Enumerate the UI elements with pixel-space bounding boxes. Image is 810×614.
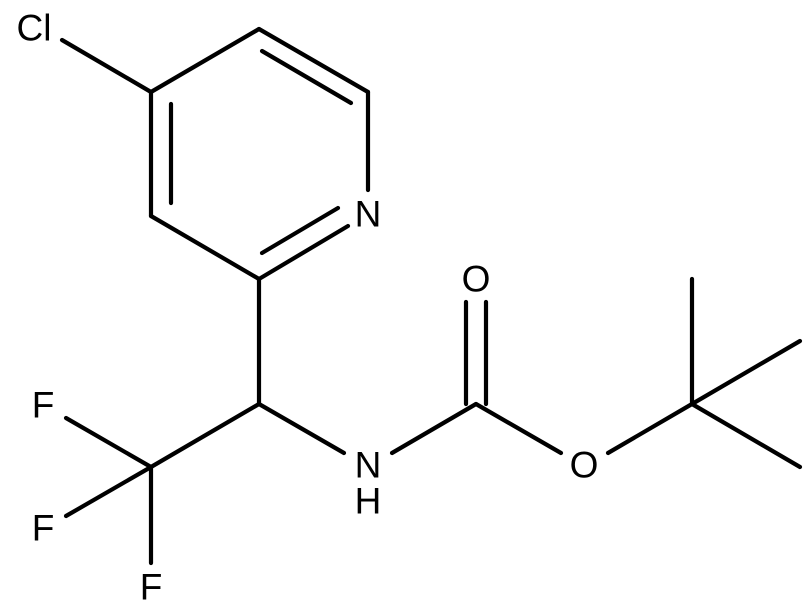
bond-n1-c2-inner — [259, 205, 341, 256]
bond-cl-c4 — [59, 37, 154, 95]
bond-c2-c3 — [148, 213, 262, 282]
pyridine-nitrogen-label: N — [355, 194, 382, 235]
carbonyl-oxygen-label: O — [462, 259, 491, 300]
amide-nitrogen-label: N — [355, 445, 382, 486]
bond-c4-c5 — [148, 26, 262, 95]
bonds — [59, 26, 803, 566]
fluorine-3-label: F — [140, 567, 163, 608]
bond-ch-cf3 — [148, 401, 262, 470]
bond-ch-nh — [256, 401, 347, 456]
bond-tbu-methyl-upper-right — [689, 338, 803, 407]
bond-n1-c2 — [256, 223, 351, 282]
bond-cf3-f1 — [63, 415, 154, 470]
amide-hydrogen-label: H — [355, 481, 382, 522]
fluorine-2-label: F — [32, 508, 55, 549]
bond-c5-c6 — [256, 26, 371, 95]
bond-c5-c6-inner — [259, 48, 354, 106]
ester-oxygen-label: O — [570, 445, 599, 486]
bond-nh-carbonyl — [389, 401, 479, 456]
atom-labels: Cl N O N H O F F F — [17, 8, 599, 608]
bond-cf3-f2 — [63, 464, 154, 519]
bond-tbu-methyl-lower-right — [689, 401, 803, 470]
bond-carbonyl-ester-o — [473, 401, 564, 456]
bond-ester-o-tbu — [605, 401, 695, 456]
fluorine-1-label: F — [32, 385, 55, 426]
chlorine-label: Cl — [17, 8, 52, 49]
